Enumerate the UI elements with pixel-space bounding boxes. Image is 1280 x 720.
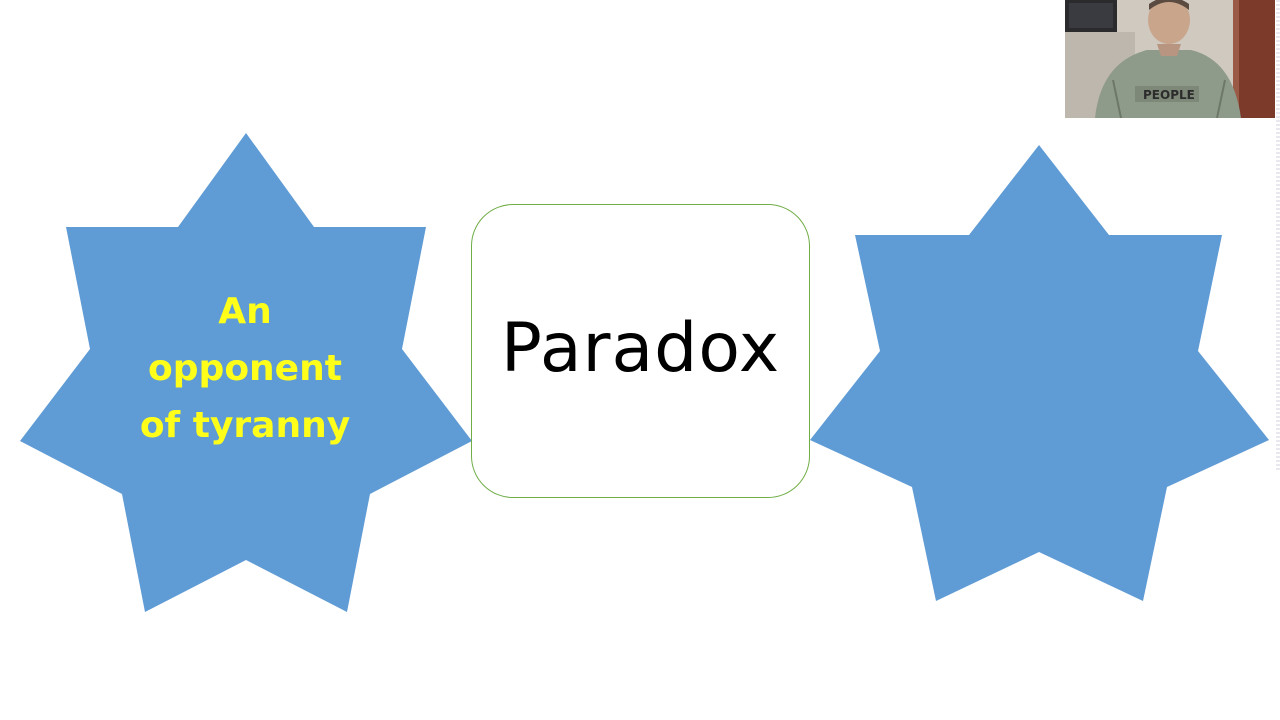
left-star-line-3: of tyranny <box>139 405 351 446</box>
left-star-text: An opponent of tyranny <box>125 283 365 454</box>
webcam-shirt-print: PEOPLE <box>1143 88 1195 102</box>
left-star-line-2: opponent <box>148 348 342 389</box>
right-star-shape <box>808 142 1272 604</box>
right-star-polygon <box>810 145 1269 601</box>
left-star-polygon <box>20 133 472 612</box>
webcam-scene: PEOPLE <box>1065 0 1275 118</box>
left-star-shape <box>18 130 474 615</box>
center-paradox-box: Paradox <box>471 204 810 498</box>
left-star-line-1: An <box>218 291 272 332</box>
window-edge-strip <box>1276 0 1280 470</box>
webcam-video-overlay: PEOPLE <box>1065 0 1275 118</box>
center-title: Paradox <box>500 308 781 388</box>
